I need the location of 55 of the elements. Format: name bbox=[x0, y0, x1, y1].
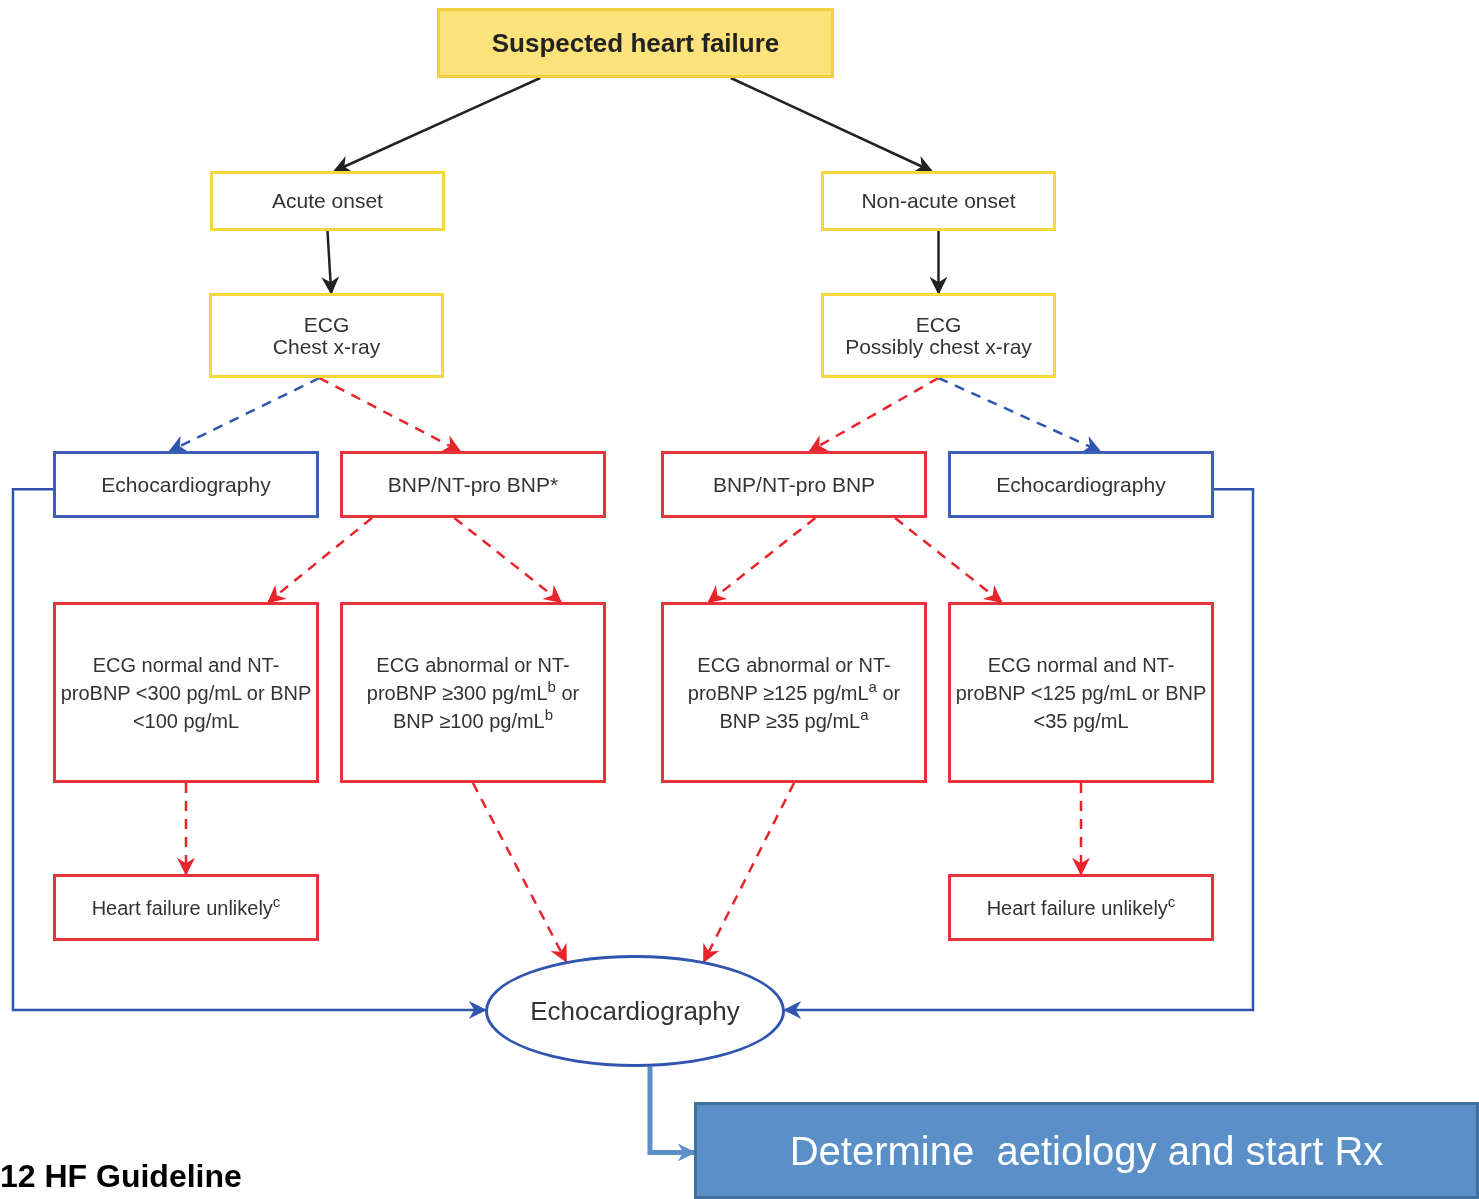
criteria-box bbox=[948, 602, 1214, 783]
node-text: BNP/NT-pro BNP* bbox=[387, 471, 559, 498]
arrow bbox=[332, 76, 541, 173]
node-text: ECG normal and NT-proBNP <125 pg/mL or BNP <35 pg/mL bbox=[954, 652, 1208, 734]
arrow bbox=[894, 517, 1003, 604]
criteria-box bbox=[661, 602, 927, 783]
node-text: Echocardiography bbox=[530, 994, 740, 1028]
node-text: ECG abnormal or NT-proBNP ≥300 pg/mL$^{b}$ or BNP ≥100 pg/mL$^{b}$ bbox=[365, 652, 581, 734]
arrow bbox=[1072, 783, 1090, 876]
node-text: Echocardiography bbox=[101, 471, 271, 498]
arrow bbox=[808, 376, 940, 453]
node-text: Acute onset bbox=[272, 188, 383, 215]
node-text: ECG bbox=[303, 313, 350, 336]
node-text: ECG bbox=[915, 313, 962, 336]
source-note: 12 HF Guideline bbox=[0, 1157, 242, 1196]
criteria-box bbox=[340, 602, 606, 783]
process-box bbox=[210, 171, 445, 231]
arrow bbox=[938, 376, 1102, 453]
arrow bbox=[168, 376, 320, 453]
node-text: Heart failure unlikely$^{c}$ bbox=[986, 892, 1176, 921]
process-box bbox=[53, 451, 319, 518]
process-box bbox=[821, 293, 1056, 378]
node-text: ECG normal and NT-proBNP <300 pg/mL or BNP <100 pg/mL bbox=[59, 652, 313, 734]
process-box bbox=[340, 451, 606, 518]
arrow bbox=[783, 487, 1255, 1019]
arrow bbox=[321, 230, 340, 295]
process-box bbox=[661, 451, 927, 518]
node-text: Chest x-ray bbox=[272, 335, 381, 358]
node-text: ECG abnormal or NT-proBNP ≥125 pg/mL$^{a}$ or BNP ≥35 pg/mL$^{a}$ bbox=[686, 652, 902, 734]
node-text: Non-acute onset bbox=[861, 188, 1016, 215]
arrow bbox=[11, 487, 487, 1019]
node-text: BNP/NT-pro BNP bbox=[712, 471, 876, 498]
node-text: Suspected heart failure bbox=[491, 26, 780, 60]
result-box bbox=[694, 1102, 1479, 1199]
arrow bbox=[647, 1066, 696, 1162]
outcome-box bbox=[948, 874, 1214, 941]
arrow bbox=[730, 76, 934, 173]
arrow bbox=[471, 782, 568, 963]
arrow bbox=[453, 517, 563, 604]
node-text: Echocardiography bbox=[996, 471, 1166, 498]
process-box bbox=[948, 451, 1214, 518]
criteria-box bbox=[53, 602, 319, 783]
process-box bbox=[821, 171, 1056, 231]
node-text: Heart failure unlikely$^{c}$ bbox=[91, 892, 281, 921]
start-box bbox=[437, 8, 834, 78]
arrow bbox=[267, 517, 373, 604]
arrow bbox=[929, 231, 948, 295]
node-text: Determine aetiology and start Rx bbox=[789, 1127, 1384, 1175]
outcome-box bbox=[53, 874, 319, 941]
arrow bbox=[707, 517, 817, 604]
arrow bbox=[318, 376, 462, 453]
process-box bbox=[209, 293, 444, 378]
node-text: Possibly chest x-ray bbox=[845, 335, 1032, 358]
arrow bbox=[702, 782, 796, 963]
arrow bbox=[177, 783, 195, 876]
